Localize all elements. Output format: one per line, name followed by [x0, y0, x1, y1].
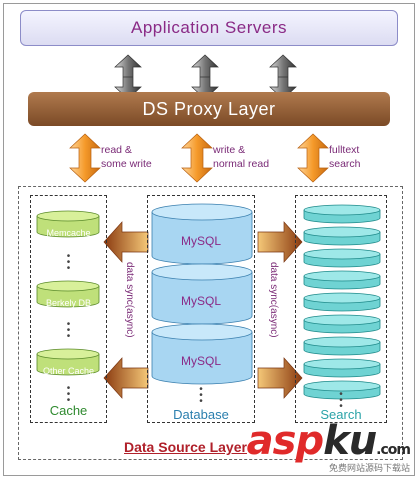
cache-cylinders [36, 210, 100, 376]
cache-cylinder-berkely-db [36, 280, 100, 308]
cache-ellipsis-1: ••• [66, 251, 71, 274]
database-cylinder-2 [151, 263, 253, 325]
search-title: Search [320, 407, 362, 422]
watermark-subtitle: 免费网站源码下载站 [328, 463, 410, 473]
database-ellipsis: ••• [199, 384, 203, 407]
database-column: MySQL MySQL MySQL ••• Database [147, 195, 255, 423]
ds-proxy-layer-box: DS Proxy Layer [28, 92, 390, 126]
gray-double-arrow-right [269, 54, 297, 100]
application-servers-label: Application Servers [131, 18, 287, 37]
data-sync-async-right-label: data sync(async) [268, 262, 279, 338]
search-disks [303, 204, 381, 400]
search-disk [303, 380, 381, 400]
watermark-logo: aspku.com [246, 418, 411, 464]
orange-double-arrow-right [297, 133, 329, 183]
search-column: ••• Search [295, 195, 387, 423]
sync-arrow-to-search-top [257, 221, 303, 263]
cache-cylinder-other-cache [36, 348, 100, 376]
cache-ellipsis-2: ••• [66, 319, 71, 342]
berkely-db-label: Berkely DB [45, 298, 91, 308]
fulltext-search-label: fulltext search [329, 144, 361, 170]
other-cache-label: Other Cache [42, 366, 95, 376]
data-sync-async-left-label: data sync(async) [124, 262, 135, 338]
search-disk [303, 292, 381, 312]
search-disk [303, 248, 381, 268]
search-disk [303, 270, 381, 290]
watermark-asp: asp [246, 418, 324, 464]
database-cylinders [151, 203, 253, 385]
watermark-ku: ku [323, 418, 377, 464]
cache-ellipsis-3: ••• [66, 383, 71, 406]
database-title: Database [173, 407, 229, 422]
mysql-label-3: MySQL [180, 354, 221, 368]
read-some-write-label: read & some write [101, 144, 152, 170]
data-source-layer-box [18, 186, 403, 460]
mysql-label-1: MySQL [180, 234, 221, 248]
database-cylinder-3 [151, 323, 253, 385]
sync-arrow-to-search-bottom [257, 357, 303, 399]
search-disk [303, 358, 381, 378]
mysql-label-2: MySQL [180, 294, 221, 308]
cache-title: Cache [49, 403, 88, 418]
cache-column: Memcache Berkely DB Other Cache ••• ••• … [30, 195, 107, 423]
sync-arrow-to-cache-top [103, 221, 149, 263]
search-ellipsis: ••• [339, 389, 343, 412]
search-disk [303, 226, 381, 246]
ds-proxy-layer-label: DS Proxy Layer [142, 98, 276, 119]
sync-arrow-to-cache-bottom [103, 357, 149, 399]
write-normal-read-label: write & normal read [213, 144, 270, 170]
cache-cylinder-memcache [36, 210, 100, 238]
application-servers-box: Application Servers [20, 10, 398, 46]
orange-double-arrow-left [69, 133, 101, 183]
gray-double-arrow-middle [191, 54, 219, 100]
search-disk [303, 336, 381, 356]
watermark-suffix: .com [376, 442, 411, 458]
search-disk [303, 204, 381, 224]
orange-double-arrow-middle [181, 133, 213, 183]
memcache-label: Memcache [46, 228, 91, 238]
data-source-layer-label: Data Source Layer [124, 439, 247, 455]
search-disk [303, 314, 381, 334]
